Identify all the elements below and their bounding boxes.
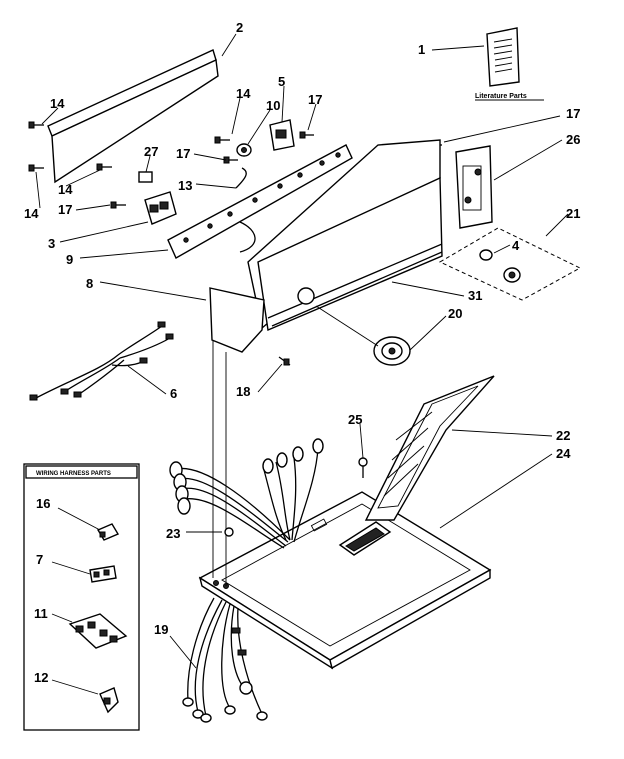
top-cover-22[interactable] <box>364 375 495 521</box>
control-module[interactable] <box>455 145 493 229</box>
callout-31: 31 <box>468 288 482 303</box>
callout-17-right: 17 <box>566 106 580 121</box>
callout-9: 9 <box>66 252 73 267</box>
callout-16: 16 <box>36 496 50 511</box>
callout-14-top: 14 <box>50 96 65 111</box>
hinge-bracket-25[interactable] <box>358 457 368 478</box>
callout-17-mid: 17 <box>176 146 190 161</box>
knob-ring[interactable] <box>236 143 252 157</box>
switch-connector[interactable] <box>138 171 153 183</box>
callout-14-bottom: 14 <box>24 206 39 221</box>
grommet-23[interactable] <box>224 527 234 537</box>
callout-14-mid: 14 <box>236 86 251 101</box>
leader-lines <box>35 33 569 695</box>
wiring-harness-parts-box <box>23 463 140 731</box>
dryer-top[interactable] <box>198 491 492 670</box>
connector-7[interactable] <box>89 565 117 583</box>
callout-1: 1 <box>418 42 425 57</box>
literature-parts-label: Literature Parts <box>475 93 527 100</box>
callout-3: 3 <box>48 236 55 251</box>
callout-14-left: 14 <box>58 182 73 197</box>
callout-22: 22 <box>556 428 570 443</box>
wiring-harness-6[interactable] <box>29 321 174 401</box>
callout-17-left: 17 <box>58 202 72 217</box>
callout-7: 7 <box>36 552 43 567</box>
callout-8: 8 <box>86 276 93 291</box>
callout-11: 11 <box>34 606 48 621</box>
callout-13: 13 <box>178 178 192 193</box>
callout-2: 2 <box>236 20 243 35</box>
callout-18: 18 <box>236 384 250 399</box>
console-end-cap[interactable] <box>209 287 265 353</box>
control-panel[interactable] <box>167 144 353 259</box>
console[interactable] <box>247 139 443 331</box>
callout-26: 26 <box>566 132 580 147</box>
callout-10: 10 <box>266 98 280 113</box>
callout-24: 24 <box>556 446 571 461</box>
console-rear-panel[interactable] <box>47 49 219 184</box>
connector-12[interactable] <box>99 687 119 714</box>
callout-12: 12 <box>34 670 48 685</box>
literature-card[interactable] <box>486 27 520 87</box>
callout-21: 21 <box>566 206 580 221</box>
switch[interactable] <box>144 191 177 225</box>
wiring-harness-parts-label: WIRING HARNESS PARTS <box>36 471 111 477</box>
knob-assembly-outline <box>438 227 582 301</box>
connector-16[interactable] <box>96 523 120 541</box>
callout-5: 5 <box>278 74 285 89</box>
callout-17-top: 17 <box>308 92 322 107</box>
connector-11[interactable] <box>68 613 128 649</box>
knob-4[interactable] <box>479 249 521 283</box>
callout-25: 25 <box>348 412 362 427</box>
lower-harness-19[interactable] <box>182 597 268 723</box>
callout-6: 6 <box>170 386 177 401</box>
callout-4: 4 <box>512 238 520 253</box>
main-harness[interactable] <box>169 438 324 549</box>
callout-23: 23 <box>166 526 180 541</box>
callout-19: 19 <box>154 622 168 637</box>
callout-27: 27 <box>144 144 158 159</box>
timer[interactable] <box>269 119 295 151</box>
callout-numbers: 1 2 14 14 10 5 17 17 26 27 17 14 13 14 1… <box>24 20 580 685</box>
harness-wire-13[interactable] <box>235 167 256 253</box>
callout-20: 20 <box>448 306 462 321</box>
knob-20[interactable] <box>373 336 411 366</box>
